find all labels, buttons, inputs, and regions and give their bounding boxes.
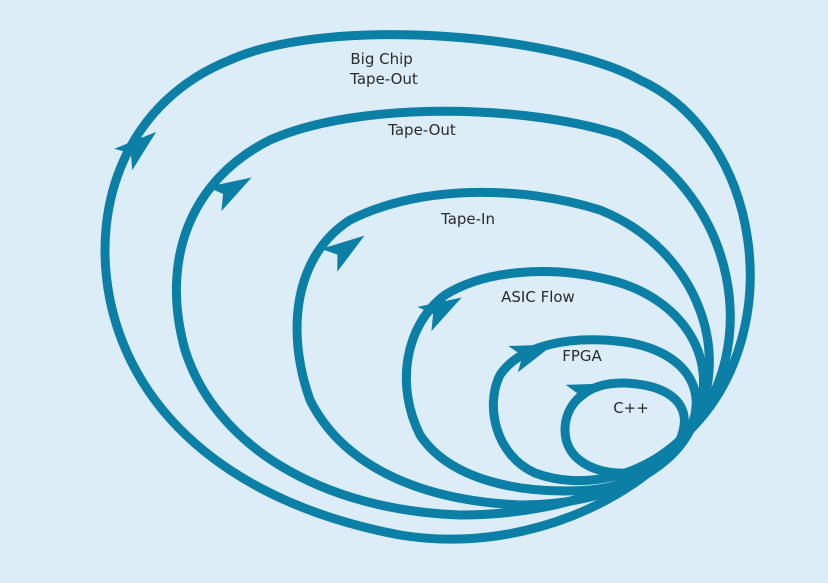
- loop-label: Tape-Out: [387, 121, 456, 139]
- loop-fpga: FPGA: [489, 335, 701, 486]
- label-line: Big Chip: [350, 50, 412, 68]
- loop-label: FPGA: [562, 347, 602, 365]
- arrowhead-icon: [207, 177, 252, 212]
- loop-big-chip-tape-out: Big Chip Tape-Out: [100, 30, 755, 544]
- loop-ring: [489, 335, 701, 486]
- loop-asic-flow: ASIC Flow: [401, 267, 709, 496]
- loop-tape-in: Tape-In: [292, 187, 714, 510]
- loop-cpp: C++: [560, 378, 689, 478]
- loop-ring: [560, 378, 689, 478]
- label-line: Tape-In: [440, 210, 495, 228]
- loop-label: Big Chip Tape-Out: [349, 50, 418, 88]
- label-line: C++: [613, 399, 649, 417]
- loop-ring: [171, 106, 735, 520]
- loop-ring: [100, 30, 755, 544]
- loop-label: Tape-In: [440, 210, 495, 228]
- label-line: Tape-Out: [349, 70, 418, 88]
- arrowhead-icon: [321, 235, 365, 272]
- label-line: ASIC Flow: [501, 288, 575, 306]
- arrowhead-icon: [508, 344, 554, 373]
- arrowhead-icon: [114, 131, 157, 171]
- loop-ring: [292, 187, 714, 510]
- loop-ring: [401, 267, 709, 496]
- label-line: Tape-Out: [387, 121, 456, 139]
- arrowhead-icon: [565, 383, 605, 408]
- arrowhead-icon: [417, 297, 462, 332]
- loop-label: ASIC Flow: [501, 288, 575, 306]
- loop-label: C++: [613, 399, 649, 417]
- label-line: FPGA: [562, 347, 602, 365]
- loop-tape-out: Tape-Out: [171, 106, 735, 520]
